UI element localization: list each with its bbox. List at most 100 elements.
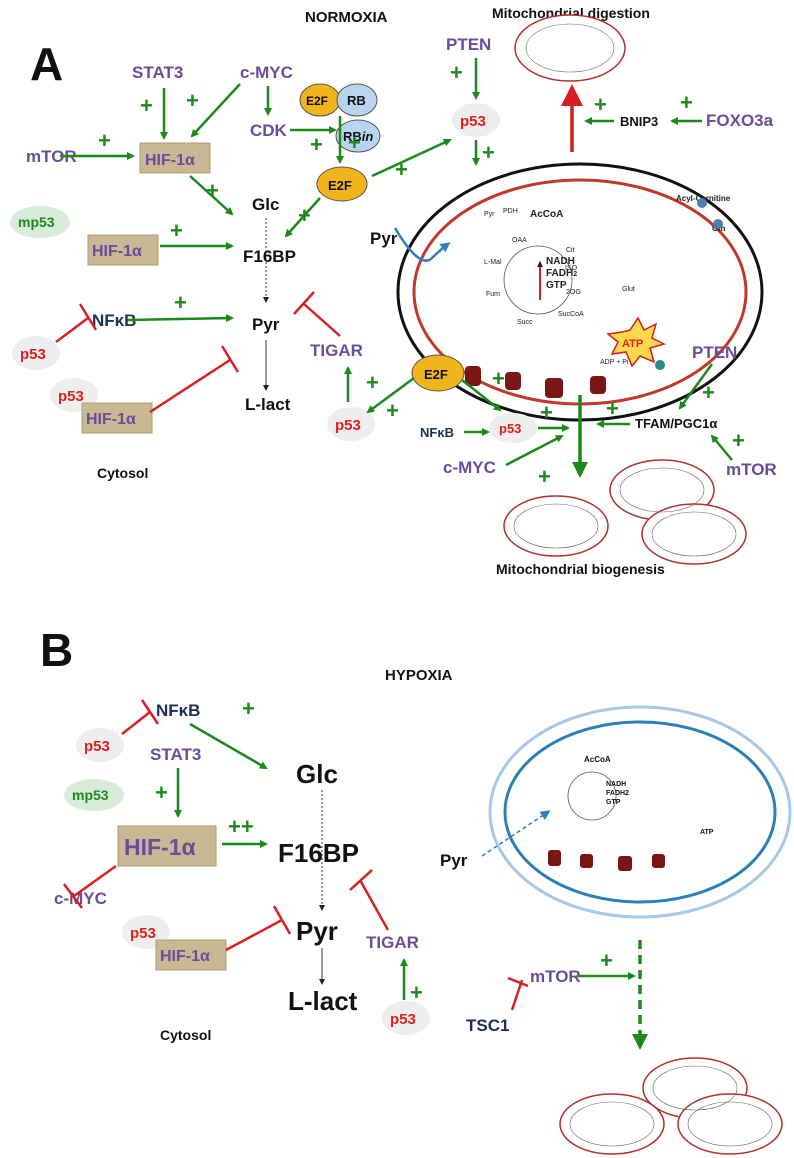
e2f-mid-label: E2F: [328, 178, 352, 193]
mito-b-nadh: NADH: [606, 781, 626, 788]
etc-complexes-b: [548, 850, 665, 871]
svg-text:+: +: [155, 780, 168, 805]
mito-icon-bio-2: [503, 495, 609, 557]
cmyc-b-label: c-MYC: [54, 889, 107, 908]
p53-b-tigar-label: p53: [390, 1011, 416, 1028]
mtor-b-label: mTOR: [530, 967, 581, 986]
p53-b-a-bubble: [76, 728, 124, 762]
hif-b-big-label: HIF-1α: [124, 834, 196, 860]
etc-complexes-a: [465, 366, 606, 398]
mito-inner-b: [503, 720, 777, 904]
tigar-b-label: TIGAR: [366, 933, 419, 952]
hif-box-low: [81, 402, 153, 434]
inhibition-arrows-a: [55, 291, 341, 414]
svg-text:+: +: [395, 157, 408, 182]
mito-biogenesis-label: Mitochondrial biogenesis: [496, 561, 665, 577]
rb-node: [336, 83, 378, 117]
mito-fadh: FADH: [546, 268, 573, 279]
svg-text:+: +: [702, 380, 715, 405]
plus-signs-b: + + + +: [155, 696, 613, 1005]
rb-label: RB: [347, 93, 366, 108]
double-plus-b: ++: [228, 814, 254, 839]
mito-succoa: SucCoA: [558, 311, 584, 318]
panel-b-title: HYPOXIA: [385, 667, 453, 684]
mito-icon-digest: [514, 14, 626, 82]
svg-text:+: +: [140, 93, 153, 118]
mito-succ: Succ: [517, 319, 533, 326]
cytosol-label-b: Cytosol: [160, 1027, 211, 1043]
svg-text:+: +: [600, 948, 613, 973]
svg-text:+: +: [206, 178, 219, 203]
mito-b-fadh2: FADH2: [606, 790, 629, 797]
p53-tigar-bubble: [327, 407, 375, 441]
activation-arrows-a: [60, 58, 733, 467]
f16bp-b-label: F16BP: [278, 838, 359, 868]
svg-text:+: +: [298, 203, 311, 228]
p53-low-bubble: [489, 413, 537, 443]
carrier-icons-a: [655, 198, 723, 370]
stat3-b-label: STAT3: [150, 745, 201, 764]
hif-low-label: HIF-1α: [86, 411, 136, 428]
tca-ring-b: [567, 771, 617, 821]
cdk-label: CDK: [250, 121, 288, 140]
mito-pyr: Pyr: [484, 211, 495, 218]
svg-text:+: +: [410, 980, 423, 1005]
e2f-low-label: E2F: [424, 367, 448, 382]
mito-b-gtp: GTP: [606, 799, 621, 806]
mtor-label: mTOR: [26, 147, 77, 166]
mp53-b-label: mp53: [72, 787, 109, 803]
mito-adp: ADP + Pi: [600, 359, 629, 366]
mtor-low-label: mTOR: [726, 460, 777, 479]
svg-text:+: +: [366, 370, 379, 395]
mito-b-atp: ATP: [700, 829, 714, 836]
hif-box-mid: [87, 234, 159, 266]
hif-mid-label: HIF-1α: [92, 243, 142, 260]
cmyc-low-label: c-MYC: [443, 458, 496, 477]
pten-top-label: PTEN: [446, 35, 491, 54]
p53-b-hif-label: p53: [130, 925, 156, 942]
p53-b-a-label: p53: [84, 738, 110, 755]
mito-accoa: AcCoA: [530, 209, 563, 220]
mito-glut: Glut: [622, 286, 635, 293]
mp53-bubble: [10, 206, 70, 238]
svg-text:+: +: [540, 400, 553, 425]
tigar-label-a: TIGAR: [310, 341, 363, 360]
mito-oaa: OAA: [512, 237, 527, 244]
mito-fum: Fum: [486, 291, 500, 298]
glc-label-a: Glc: [252, 195, 279, 214]
svg-text:+: +: [732, 428, 745, 453]
e2f-mid: [316, 166, 368, 202]
svg-text:+: +: [174, 290, 187, 315]
hif-b-small-label: HIF-1α: [160, 948, 210, 965]
svg-text:RBin: RBin: [343, 129, 373, 144]
glc-b-label: Glc: [296, 759, 338, 789]
hif-top-label: HIF-1α: [145, 152, 195, 169]
mp53-b-bubble: [64, 779, 124, 811]
rbin-node: [335, 119, 381, 153]
svg-text:+: +: [242, 696, 255, 721]
pyr-label-a: Pyr: [252, 315, 280, 334]
mito-digestion-label: Mitochondrial digestion: [492, 5, 650, 21]
mito-icons-a: [503, 14, 747, 565]
p53-left-bubble: [12, 336, 60, 370]
mito-nadh: NADH: [546, 256, 575, 267]
mito-icon-bio-3: [641, 503, 747, 565]
svg-text:FADH2: FADH2: [546, 268, 577, 279]
rbin-suffix: in: [362, 129, 374, 144]
bnip3-label: BNIP3: [620, 114, 658, 129]
svg-text:+: +: [594, 92, 607, 117]
mp53-label: mp53: [18, 214, 55, 230]
e2f-low: [411, 354, 465, 392]
hif-b-small-box: [155, 939, 227, 971]
f16bp-label-a: F16BP: [243, 247, 296, 266]
p53-b-tigar-bubble: [382, 1001, 430, 1035]
svg-text:+: +: [310, 132, 323, 157]
nfkb-low-label: NFκB: [420, 425, 454, 440]
mito-og: 2OG: [566, 289, 581, 296]
pyr-into-mito-arrow: [393, 227, 451, 262]
foxo3a-label: FOXO3a: [706, 111, 774, 130]
tca-ring-a: [503, 245, 573, 315]
inhibition-arrows-b: [63, 699, 529, 1011]
p53-tigar-label: p53: [335, 417, 361, 434]
